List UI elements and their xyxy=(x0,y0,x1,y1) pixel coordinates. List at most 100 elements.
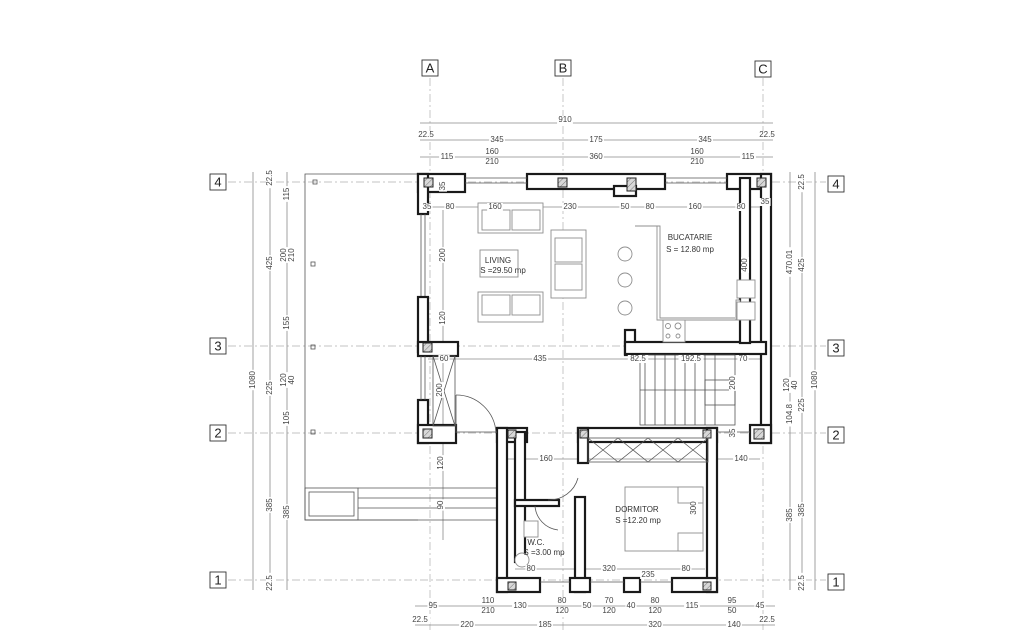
dimension-label-background xyxy=(740,153,756,161)
dimension-label: 345 xyxy=(698,135,712,144)
dimension-label-background xyxy=(280,247,288,263)
grid-row-3-right: 3 xyxy=(827,339,845,357)
bar-stool xyxy=(617,300,633,316)
dimension-label-background xyxy=(283,504,291,520)
dimension-label: 120 xyxy=(436,456,445,470)
bar-stool xyxy=(617,272,633,288)
dimension-label-background xyxy=(791,379,799,391)
room-name: BUCATARIE xyxy=(668,233,713,242)
dimension-label: 910 xyxy=(558,115,572,124)
dimension-label: 320 xyxy=(648,620,662,629)
dimension-label: 175 xyxy=(589,135,603,144)
dimension-label-background xyxy=(484,148,500,156)
dimension-label-background xyxy=(737,355,749,363)
dimension-label-background xyxy=(588,153,604,161)
dimension-label-background xyxy=(484,158,500,166)
dimension-label-background xyxy=(562,203,578,211)
grid-column-b: B xyxy=(554,59,572,77)
dimension-label-background xyxy=(729,427,737,439)
grid-label-2: 2 xyxy=(214,425,221,440)
dimension-label-background xyxy=(786,401,794,427)
dimension-label: 110 xyxy=(482,596,495,605)
dimension-label-background xyxy=(438,355,450,363)
dimension-label: 385 xyxy=(265,498,274,512)
dimension-label: 80 xyxy=(558,596,567,605)
dimension-label-background xyxy=(439,180,447,192)
dimension-label-background xyxy=(687,203,703,211)
dimension-label: 50 xyxy=(621,202,630,211)
room-bedroom: DORMITOR S =12.20 mp xyxy=(615,505,661,525)
dimension-label-background xyxy=(759,198,771,206)
dimension-label: 80 xyxy=(737,202,746,211)
dimension-label-background xyxy=(532,355,548,363)
grid-label-4: 4 xyxy=(214,174,221,189)
grid-row-1-left: 1 xyxy=(209,571,227,589)
dimension-label: 425 xyxy=(797,258,806,272)
dimension-label: 104.8 xyxy=(785,403,794,424)
dimension-label-background xyxy=(726,597,738,605)
dimension-label-background xyxy=(680,565,692,573)
dimension-label-background xyxy=(421,203,433,211)
dimension-label-background xyxy=(280,372,288,388)
dimension-label: 130 xyxy=(513,601,527,610)
dimension-label-background xyxy=(647,607,663,615)
room-kitchen: BUCATARIE S = 12.80 mp xyxy=(666,233,714,254)
dimension-label-background xyxy=(283,410,291,426)
grid-label-4: 4 xyxy=(832,176,839,191)
dimension-label-background xyxy=(678,355,704,363)
dimension-label-background xyxy=(619,203,631,211)
dimension-label-background xyxy=(444,203,456,211)
dimension-label: 22.5 xyxy=(759,130,775,139)
dimension-label-background xyxy=(601,607,617,615)
dimension-label: 160 xyxy=(539,454,553,463)
dimension-label: 45 xyxy=(756,601,765,610)
dimension-label: 120 xyxy=(782,378,791,392)
dimension-label: 120 xyxy=(555,606,569,615)
dimension-label-background xyxy=(684,602,700,610)
dimension-label: 22.5 xyxy=(759,615,775,624)
dimension-label: 210 xyxy=(287,248,296,262)
dimension-label: 235 xyxy=(641,570,655,579)
toilet xyxy=(523,520,539,538)
dimension-label-background xyxy=(647,621,663,629)
dimension-label: 35 xyxy=(438,181,447,190)
dimension-label-background xyxy=(625,602,637,610)
dimension-label: 200 xyxy=(728,376,737,390)
dimension-label: 200 xyxy=(438,248,447,262)
dimension-label-background xyxy=(726,621,742,629)
dimension-label: 185 xyxy=(538,620,552,629)
dimension-label-background xyxy=(754,602,766,610)
dimension-label: 140 xyxy=(734,454,748,463)
dimension-label-background xyxy=(588,136,604,144)
dimension-label-background xyxy=(811,369,819,391)
dimension-label: 95 xyxy=(728,596,737,605)
bar-stool xyxy=(617,246,633,262)
dimension-label-background xyxy=(266,497,274,513)
grid-label-3: 3 xyxy=(832,340,839,355)
grid-row-1-right: 1 xyxy=(827,573,845,591)
dimension-label: 80 xyxy=(651,596,660,605)
dimension-label-background xyxy=(603,597,615,605)
dimension-label: 50 xyxy=(728,606,737,615)
dimension-label-background xyxy=(786,507,794,523)
dimension-label-background xyxy=(537,621,553,629)
dimension-label: 192.5 xyxy=(681,354,702,363)
dimension-label-background xyxy=(554,607,570,615)
grid-column-c: C xyxy=(754,60,772,78)
dimension-label-background xyxy=(798,257,806,273)
dimension-label-background xyxy=(798,502,806,518)
dimension-label-background xyxy=(786,247,794,277)
dimension-label: 22.5 xyxy=(265,170,274,186)
grid-row-3-left: 3 xyxy=(209,337,227,355)
dimension-label-background xyxy=(512,602,528,610)
grid-label-a: A xyxy=(426,60,435,75)
dimension-label: 120 xyxy=(648,606,662,615)
dimension-label: 115 xyxy=(742,152,755,161)
dimension-label: 200 xyxy=(279,248,288,262)
dimension-label: 90 xyxy=(436,500,445,509)
room-name: W.C. xyxy=(527,538,544,547)
dimension-label-background xyxy=(798,572,806,594)
dimension-label: 120 xyxy=(279,373,288,387)
grid-row-4-right: 4 xyxy=(827,175,845,193)
dimension-label: 230 xyxy=(563,202,577,211)
